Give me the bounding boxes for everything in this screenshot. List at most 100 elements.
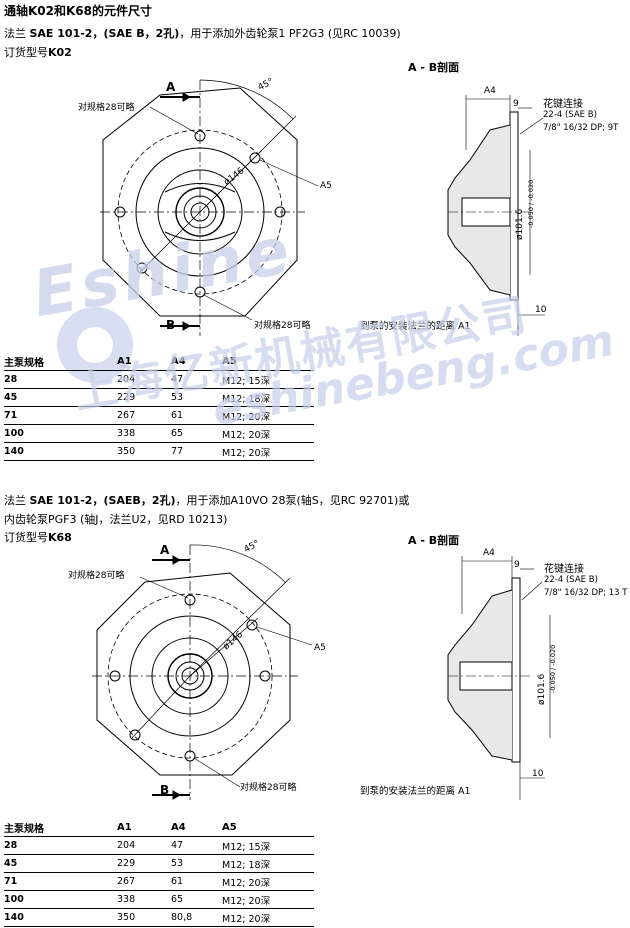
note-leader-bottom-2 (193, 757, 241, 788)
table-cell: 100 (4, 890, 117, 909)
dia101-label-1: ø101.6 (515, 208, 525, 240)
section2-desc-2: 内齿轮泵PGF3 (轴J，法兰U2，见RD 10213) (4, 513, 228, 526)
table-cell: 77 (171, 442, 222, 461)
a5-leader-2 (256, 626, 313, 646)
spec-table-1: 主泵规格 A1 A4 A5 28 204 47 M12; 15深 45 229 … (4, 352, 314, 461)
hole-note-top-2: 对规格28可略 (68, 571, 125, 581)
table-row: 45 229 53 M12; 18深 (4, 854, 314, 873)
spline-leader (519, 117, 544, 135)
table-cell: M12; 20深 (222, 908, 314, 927)
table-cell: 100 (4, 424, 117, 443)
table-cell: M12; 15深 (222, 370, 314, 389)
header-cell: A1 (117, 352, 171, 371)
flange-plate (509, 111, 519, 301)
a5-leader (259, 159, 319, 187)
flange-outline (102, 87, 298, 317)
note-leader-top-2 (139, 576, 189, 599)
table-cell: M12; 20深 (222, 424, 314, 443)
label-A-2: A (160, 543, 170, 557)
table-row: 28 204 47 M12; 15深 (4, 836, 314, 855)
table-cell: 229 (117, 854, 171, 873)
table-cell: M12; 18深 (222, 854, 314, 873)
a5-label-1: A5 (320, 181, 332, 191)
table-cell: 53 (171, 854, 222, 873)
desc-rest: ，用于添加外齿轮泵1 PF2G3 (见RC 10039) (179, 27, 401, 40)
arrow-b-head-2 (172, 790, 182, 800)
table-cell: 140 (4, 442, 117, 461)
table-cell: 80,8 (171, 908, 222, 927)
distance-note-1: 到泵的安装法兰的距离 A1 (360, 321, 471, 332)
table-cell: 65 (171, 424, 222, 443)
spline-title-1: 花键连接 (543, 99, 583, 110)
table-cell: M12; 20深 (222, 872, 314, 891)
dim-9-2: 9 (514, 560, 520, 570)
table-cell: 338 (117, 424, 171, 443)
table-cell: M12; 20深 (222, 406, 314, 425)
header-cell: A1 (117, 818, 171, 837)
table-cell: 204 (117, 836, 171, 855)
tol-label-2: -0.050 / -0.020 (549, 644, 557, 693)
dim-10-2: 10 (532, 769, 544, 779)
table-cell: 71 (4, 872, 117, 891)
order-code: K68 (48, 531, 72, 544)
bolt-hole-lower-left-2 (129, 729, 141, 741)
table-cell: 61 (171, 872, 222, 891)
table-cell: 45 (4, 388, 117, 407)
table-row: 45 229 53 M12; 18深 (4, 388, 314, 407)
bolt-hole-a5 (249, 152, 261, 164)
a5-label-2: A5 (314, 643, 326, 653)
table-cell: 28 (4, 836, 117, 855)
spline-2-1: 7/8" 16/32 DP; 9T (543, 123, 619, 133)
table-row: 100 338 65 M12; 20深 (4, 890, 314, 909)
table-cell: 140 (4, 908, 117, 927)
angle-ray-2 (189, 577, 291, 677)
side-view-1 (447, 95, 545, 336)
spline-title-2: 花键连接 (544, 564, 584, 575)
table-cell: 267 (117, 872, 171, 891)
angle-ray (199, 115, 297, 213)
table-cell: 338 (117, 890, 171, 909)
front-view-1 (100, 79, 319, 336)
section2-order: 订货型号K68 (4, 529, 72, 545)
spline-1-1: 22-4 (SAE B) (543, 110, 597, 120)
label-B-1: B (166, 318, 176, 332)
dim-9-1: 9 (513, 99, 519, 109)
spline-leader-2 (521, 581, 543, 601)
dim-a4-2: A4 (483, 548, 495, 558)
spline-1-2: 22-4 (SAE B) (544, 575, 598, 585)
dia-leader-2b (189, 617, 259, 677)
desc-rest: ，用于添加A10VO 28泵(轴S，见RC 92701)或 (175, 494, 410, 507)
spline-2-2: 7/8" 16/32 DP; 13 T (544, 588, 628, 598)
header-cell: A5 (222, 818, 314, 837)
section-label-2: A - B剖面 (408, 534, 460, 547)
arrow-b-head (182, 321, 192, 331)
desc-bold: SAE 101-2，(SAEB，2孔) (29, 494, 176, 507)
table-cell: M12; 20深 (222, 442, 314, 461)
label-B-2: B (160, 783, 170, 797)
distance-note-2: 到泵的安装法兰的距离 A1 (360, 786, 471, 797)
section1-desc: 法兰 SAE 101-2，(SAE B，2孔)，用于添加外齿轮泵1 PF2G3 … (4, 25, 401, 41)
header-cell: A4 (171, 818, 222, 837)
hole-note-bottom-1: 对规格28可略 (254, 321, 311, 331)
page-title: 通轴K02和K68的元件尺寸 (4, 4, 152, 18)
dia-leader (139, 211, 201, 273)
table-cell: 65 (171, 890, 222, 909)
bolt-hole-lower-left (136, 262, 148, 274)
section-label-1: A - B剖面 (408, 61, 460, 74)
table-cell: 350 (117, 908, 171, 927)
table-cell: 267 (117, 406, 171, 425)
table-header: 主泵规格 A1 A4 A5 (4, 818, 314, 837)
desc-bold: SAE 101-2，(SAE B，2孔) (29, 27, 180, 40)
table-cell: 28 (4, 370, 117, 389)
flange-outline-2 (96, 572, 291, 776)
table-header: 主泵规格 A1 A4 A5 (4, 352, 314, 371)
bolt-hole-a5-2 (246, 619, 258, 631)
table-row: 71 267 61 M12; 20深 (4, 406, 314, 425)
arrow-a-head (182, 92, 192, 102)
order-code: K02 (48, 46, 72, 59)
table-cell: 47 (171, 836, 222, 855)
side-view-2 (447, 556, 551, 800)
table-cell: 45 (4, 854, 117, 873)
order-prefix: 订货型号 (4, 531, 48, 544)
